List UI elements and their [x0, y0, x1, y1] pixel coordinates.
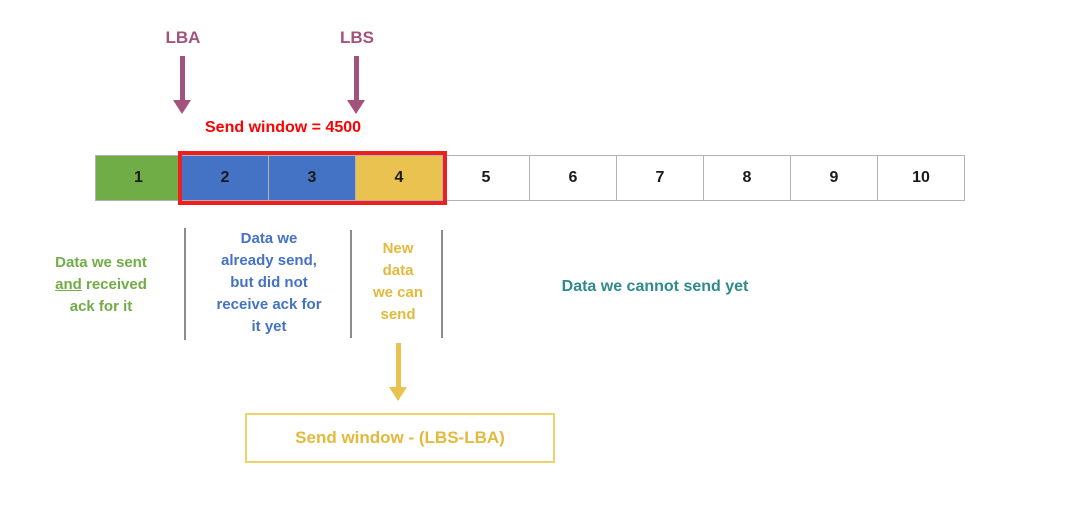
formula-label: Send window - (LBS-LBA) [295, 428, 505, 447]
cell-5: 5 [443, 155, 530, 201]
acked-line2-rest: received [81, 276, 147, 293]
lbs-label: LBS [340, 28, 374, 47]
cell-9: 9 [791, 155, 878, 201]
cell-10: 10 [878, 155, 965, 201]
acked-line3: ack for it [69, 298, 133, 315]
formula-arrowhead-icon [389, 387, 407, 401]
acked-line1: Data we sent [55, 254, 147, 271]
divider-line-1 [184, 228, 186, 340]
lbs-arrowhead-icon [347, 100, 365, 114]
cell-4: 4 [356, 155, 443, 201]
divider-line-2 [350, 230, 352, 338]
cell-8: 8 [704, 155, 791, 201]
acked-and-word: and [55, 276, 82, 293]
formula-box: Send window - (LBS-LBA) [245, 413, 555, 463]
lba-arrow [180, 56, 185, 100]
send-window-outline [178, 151, 447, 205]
cell-2: 2 [182, 155, 269, 201]
formula-arrow [396, 343, 401, 387]
acked-line2: and received [26, 274, 176, 296]
divider-line-3 [441, 230, 443, 338]
cell-3: 3 [269, 155, 356, 201]
lba-label: LBA [165, 28, 201, 47]
cell-1: 1 [95, 155, 182, 201]
annotation-acked: Data we sent and received ack for it [26, 252, 176, 318]
send-window-label: Send window = 4500 [205, 119, 362, 136]
cell-6: 6 [530, 155, 617, 201]
annotation-cannot-send: Data we cannot send yet [561, 278, 749, 295]
lbs-arrow [354, 56, 359, 100]
annotation-new-data: New data we can send [372, 240, 424, 323]
lba-arrowhead-icon [173, 100, 191, 114]
annotation-sent-unacked: Data we already send, but did not receiv… [216, 230, 322, 335]
cell-7: 7 [617, 155, 704, 201]
